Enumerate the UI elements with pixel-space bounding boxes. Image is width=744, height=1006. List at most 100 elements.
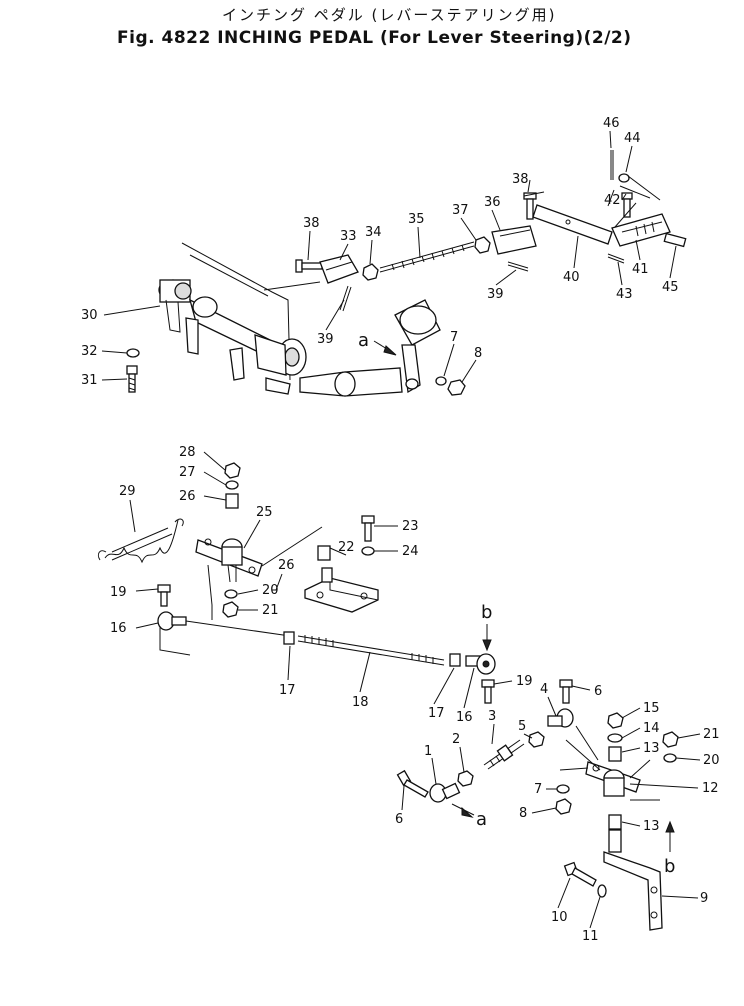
pin-45 — [663, 232, 687, 248]
middle-assembly — [97, 462, 496, 675]
part-label: 39 — [487, 287, 504, 302]
bolt-23 — [361, 515, 375, 542]
nut-34 — [362, 263, 379, 281]
part-label: 7 — [450, 330, 458, 345]
rod-end-4 — [547, 708, 574, 728]
washer-11 — [597, 884, 607, 898]
nut-8-lower — [555, 798, 572, 815]
part-label: 10 — [551, 910, 568, 925]
washer-27 — [225, 480, 239, 490]
washer-7-lower — [556, 784, 570, 794]
bolt-6-upper — [559, 679, 573, 704]
washer-7-upper — [435, 376, 447, 386]
part-label: 44 — [624, 131, 641, 146]
part-label: 19 — [516, 674, 533, 689]
upper-assembly — [126, 150, 687, 397]
part-label: 30 — [81, 308, 98, 323]
ref-label-b-top: b — [481, 602, 492, 623]
part-label: 1 — [424, 744, 432, 759]
rod-18 — [297, 635, 445, 666]
part-label: 20 — [262, 583, 279, 598]
nut-5 — [528, 731, 545, 748]
part-label: 17 — [279, 683, 296, 698]
part-label: 25 — [256, 505, 273, 520]
part-label: 8 — [519, 806, 527, 821]
lower-assembly — [396, 679, 679, 931]
ref-label-b-bottom: b — [664, 856, 675, 877]
bolt-19-left — [157, 584, 171, 607]
part-label: 27 — [179, 465, 196, 480]
nut-28 — [224, 462, 241, 479]
cotter-43 — [607, 253, 625, 264]
reference-markers: a a b b — [358, 330, 675, 877]
part-label: 28 — [179, 445, 196, 460]
part-label: 32 — [81, 344, 98, 359]
part-label: 11 — [582, 929, 599, 944]
part-label: 2 — [452, 732, 460, 747]
rod-35 — [379, 241, 475, 273]
nut-37 — [474, 236, 491, 254]
nut-17-right — [449, 653, 461, 667]
nut-21-lower — [662, 731, 679, 748]
rod-end-16-right — [465, 653, 496, 675]
part-label: 37 — [452, 203, 469, 218]
part-label: 24 — [402, 544, 419, 559]
part-label: 23 — [402, 519, 419, 534]
lever-40 — [532, 204, 613, 245]
part-label: 46 — [603, 116, 620, 131]
bracket-9 — [603, 829, 663, 931]
part-label: 18 — [352, 695, 369, 710]
bolt-10 — [563, 861, 597, 887]
clevis-36 — [491, 225, 537, 255]
callouts: 46 44 38 42 37 36 35 38 33 34 40 41 45 3… — [81, 116, 720, 944]
part-label: 34 — [365, 225, 382, 240]
part-label: 3 — [488, 709, 496, 724]
part-label: 4 — [540, 682, 548, 697]
part-label: 42 — [604, 193, 621, 208]
part-label: 8 — [474, 346, 482, 361]
pedal-arm — [394, 299, 441, 394]
figure-title-japanese: インチング ペダル (レバーステアリング用) — [222, 6, 557, 24]
lever-25 — [195, 538, 263, 583]
part-label: 41 — [632, 262, 649, 277]
part-label: 7 — [534, 782, 542, 797]
cotter-39a — [507, 261, 529, 272]
part-label: 17 — [428, 706, 445, 721]
clevis-33 — [319, 254, 359, 284]
part-label: 38 — [303, 216, 320, 231]
part-label: 14 — [643, 721, 660, 736]
turnbuckle-3 — [483, 739, 525, 770]
collar-13-upper — [608, 746, 622, 762]
part-label: 45 — [662, 280, 679, 295]
clevis-41 — [611, 213, 671, 247]
washer-20-upper — [224, 589, 238, 599]
nut-2 — [457, 770, 474, 787]
part-label: 39 — [317, 332, 334, 347]
rod-end-16-left — [157, 611, 187, 631]
collar-26-upper — [225, 493, 239, 509]
part-label: 38 — [512, 172, 529, 187]
figure-title: Fig. 4822 INCHING PEDAL (For Lever Steer… — [117, 28, 632, 48]
washer-20-lower — [663, 753, 677, 763]
part-label: 13 — [643, 741, 660, 756]
part-label: 13 — [643, 819, 660, 834]
lever-12 — [585, 761, 641, 797]
part-label: 26 — [179, 489, 196, 504]
part-label: 31 — [81, 373, 98, 388]
collar-26-lower — [317, 545, 331, 561]
nut-21-upper — [222, 601, 239, 618]
part-label: 29 — [119, 484, 136, 499]
part-label: 21 — [262, 603, 279, 618]
nut-17-left — [283, 631, 295, 645]
part-label: 22 — [338, 540, 355, 555]
cotter-46 — [610, 150, 614, 180]
part-label: 6 — [594, 684, 602, 699]
cotter-39b — [339, 285, 352, 312]
rod-end-1 — [429, 782, 461, 803]
part-label: 16 — [456, 710, 473, 725]
spring-29 — [97, 518, 184, 564]
washer-14 — [607, 733, 623, 743]
part-label: 5 — [518, 719, 526, 734]
part-label: 26 — [278, 558, 295, 573]
part-label: 36 — [484, 195, 501, 210]
